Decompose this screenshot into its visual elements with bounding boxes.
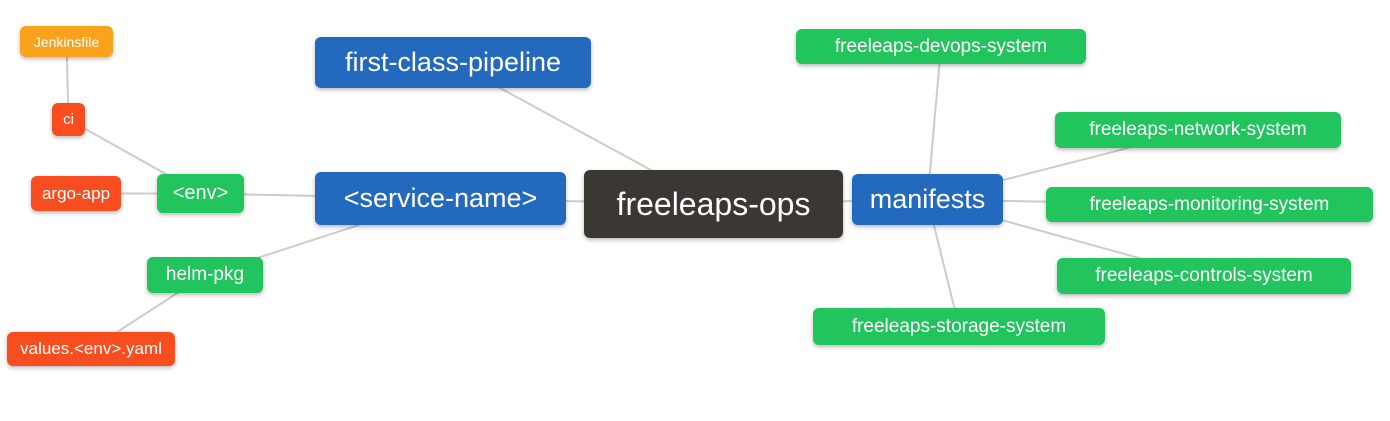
node-freeleaps-network-system[interactable]: freeleaps-network-system bbox=[1055, 112, 1341, 148]
node-manifests[interactable]: manifests bbox=[852, 174, 1003, 225]
node-first-class-pipeline[interactable]: first-class-pipeline bbox=[315, 37, 591, 88]
node-argo-app[interactable]: argo-app bbox=[31, 176, 121, 211]
node-env[interactable]: <env> bbox=[157, 174, 244, 213]
node-service-name[interactable]: <service-name> bbox=[315, 172, 566, 225]
node-freeleaps-controls-system[interactable]: freeleaps-controls-system bbox=[1057, 258, 1351, 294]
node-freeleaps-monitoring-system[interactable]: freeleaps-monitoring-system bbox=[1046, 187, 1373, 222]
node-jenkinsfile[interactable]: Jenkinsfile bbox=[20, 26, 113, 57]
node-freeleaps-ops[interactable]: freeleaps-ops bbox=[584, 170, 843, 238]
node-helm-pkg[interactable]: helm-pkg bbox=[147, 257, 263, 293]
node-ci[interactable]: ci bbox=[52, 103, 85, 136]
node-freeleaps-devops-system[interactable]: freeleaps-devops-system bbox=[796, 29, 1086, 64]
node-freeleaps-storage-system[interactable]: freeleaps-storage-system bbox=[813, 308, 1105, 345]
node-values-env-yaml[interactable]: values.<env>.yaml bbox=[7, 332, 175, 366]
